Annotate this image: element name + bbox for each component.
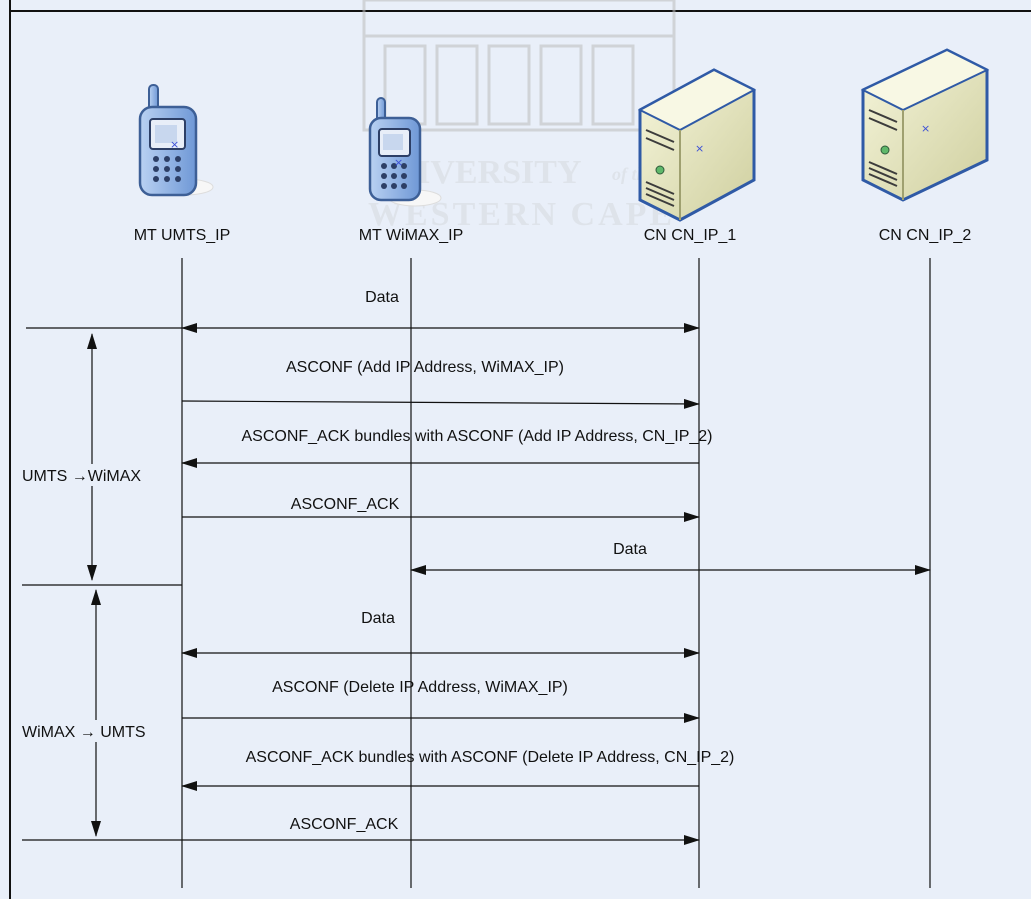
message-asconf-add: ASCONF (Add IP Address, WiMAX_IP)	[181, 359, 700, 409]
server-icon: ×	[860, 48, 990, 202]
node-label-cn-1: CN CN_IP_1	[644, 227, 737, 244]
message-data-1: Data	[181, 289, 700, 333]
message-label: ASCONF_ACK	[290, 816, 399, 833]
message-asconf-ack-bundle-delete: ASCONF_ACK bundles with ASCONF (Delete I…	[181, 749, 735, 791]
message-label: Data	[365, 289, 399, 306]
message-data-2: Data	[181, 610, 700, 658]
message-asconf-ack-2: ASCONF_ACK	[182, 816, 700, 845]
message-label: ASCONF (Delete IP Address, WiMAX_IP)	[272, 679, 568, 696]
message-label: ASCONF_ACK bundles with ASCONF (Delete I…	[246, 749, 735, 766]
svg-text:×: ×	[921, 122, 930, 135]
node-label-mt-wimax: MT WiMAX_IP	[359, 227, 464, 244]
message-data-wimax: Data	[410, 541, 931, 575]
mobile-phone-icon: ×	[368, 97, 442, 207]
message-label: Data	[613, 541, 647, 558]
message-asconf-delete: ASCONF (Delete IP Address, WiMAX_IP)	[182, 679, 700, 723]
node-label-cn-2: CN CN_IP_2	[879, 227, 972, 244]
message-label: ASCONF_ACK bundles with ASCONF (Add IP A…	[241, 428, 712, 445]
svg-text:×: ×	[170, 138, 179, 151]
svg-text:×: ×	[394, 156, 403, 169]
phase-label-bg	[20, 464, 162, 486]
message-label: Data	[361, 610, 395, 627]
message-asconf-ack-1: ASCONF_ACK	[182, 496, 700, 522]
node-label-mt-umts: MT UMTS_IP	[134, 227, 231, 244]
server-icon: ×	[637, 68, 757, 222]
message-arrow	[181, 398, 700, 409]
phase-label-wimax-to-umts: WiMAX → UMTS	[22, 724, 146, 741]
message-asconf-ack-bundle-add: ASCONF_ACK bundles with ASCONF (Add IP A…	[181, 428, 713, 468]
svg-text:×: ×	[695, 142, 704, 155]
phase-label-bg	[20, 720, 178, 742]
mobile-phone-icon: ×	[138, 84, 214, 197]
phase-label-umts-to-wimax: UMTS →WiMAX	[22, 468, 141, 485]
message-label: ASCONF_ACK	[291, 496, 400, 513]
message-label: ASCONF (Add IP Address, WiMAX_IP)	[286, 359, 564, 376]
